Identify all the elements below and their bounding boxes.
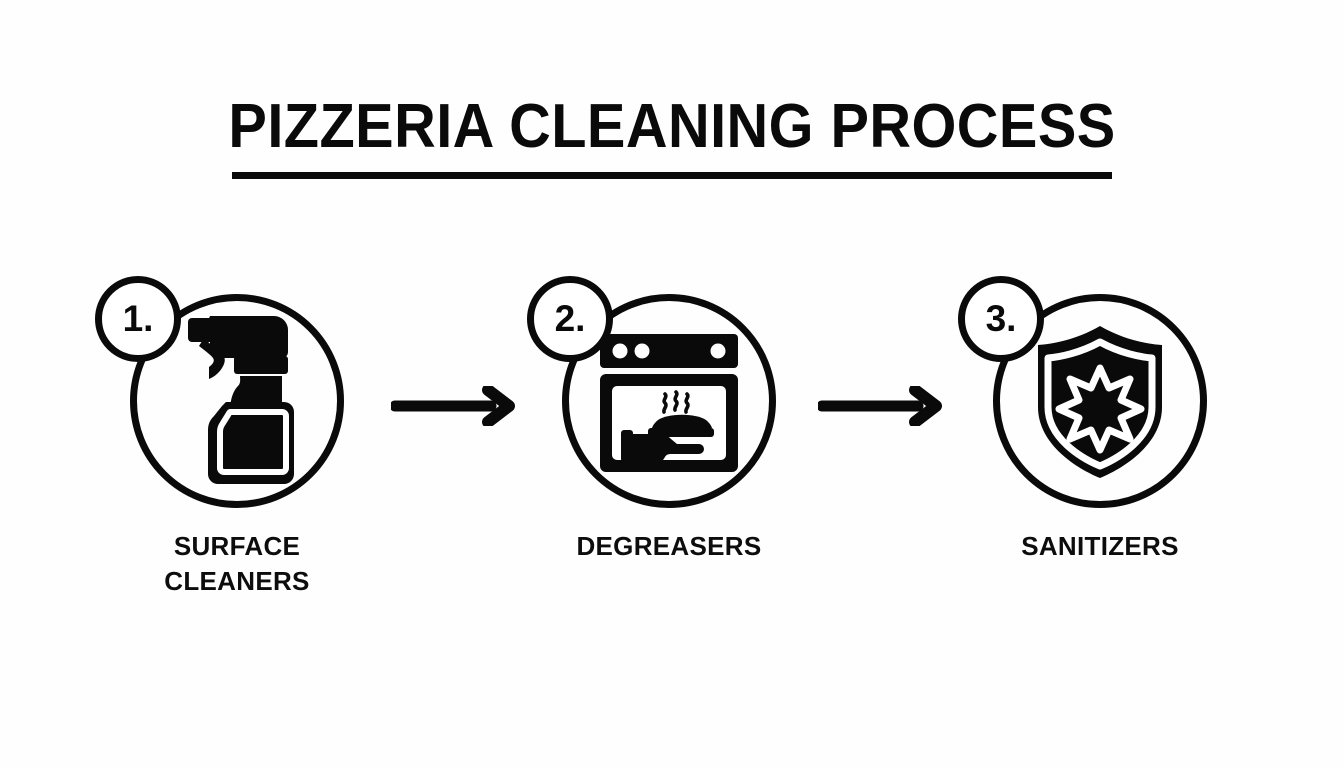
spray-bottle-icon xyxy=(130,294,344,508)
step-3-number-badge: 3. xyxy=(958,276,1044,362)
shield-star-icon xyxy=(993,294,1207,508)
step-3-circle: 3. xyxy=(958,276,1207,508)
step-1-number-badge: 1. xyxy=(95,276,181,362)
step-2-circle: 2. xyxy=(527,276,776,508)
step-3-ring xyxy=(993,294,1207,508)
arrow-right-icon xyxy=(816,384,942,428)
process-steps-row: 1. SURFACE CLEANERS xyxy=(0,276,1344,626)
process-step-3[interactable]: 3. SANITIZERS xyxy=(950,276,1250,626)
step-1-ring xyxy=(130,294,344,508)
step-2-number-badge: 2. xyxy=(527,276,613,362)
step-1-label: SURFACE CLEANERS xyxy=(87,529,387,598)
step-2-number: 2. xyxy=(554,297,586,339)
step-1-label-line-2: CLEANERS xyxy=(164,565,310,596)
step-3-number: 3. xyxy=(985,297,1017,339)
step-3-label-line-1: SANITIZERS xyxy=(1021,531,1179,561)
step-3-label: SANITIZERS xyxy=(950,529,1250,564)
process-step-2[interactable]: 2. DEGREASERS xyxy=(519,276,819,626)
step-2-label: DEGREASERS xyxy=(519,529,819,564)
step-1-number: 1. xyxy=(122,297,154,339)
page-title-text: PIZZERIA CLEANING PROCESS xyxy=(228,92,1116,161)
step-2-ring xyxy=(562,294,776,508)
step-1-label-line-1: SURFACE xyxy=(173,531,301,561)
title-underline-rule xyxy=(232,172,1112,179)
step-1-circle: 1. xyxy=(95,276,344,508)
oven-icon xyxy=(562,294,776,508)
step-2-label-line-1: DEGREASERS xyxy=(576,531,762,561)
process-step-1[interactable]: 1. SURFACE CLEANERS xyxy=(87,276,387,626)
page-title: PIZZERIA CLEANING PROCESS xyxy=(0,96,1344,179)
arrow-right-icon xyxy=(389,384,515,428)
